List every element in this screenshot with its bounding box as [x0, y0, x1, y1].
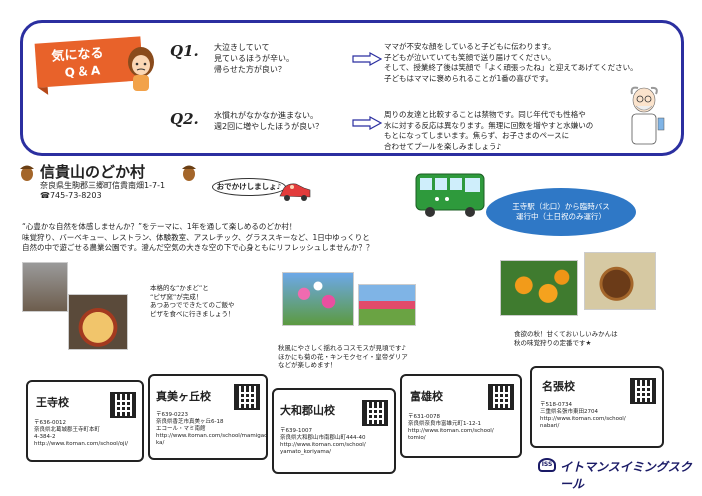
- acorn-icon: [182, 165, 196, 181]
- mandarin-photo: [500, 260, 578, 316]
- park-address: 奈良県生駒郡三郷町信貴南畑1-7-1 ☎745-73-8203: [40, 181, 166, 200]
- school-name: 大和郡山校: [280, 404, 335, 417]
- qr-code-icon: [630, 378, 656, 404]
- q2-label: Q2.: [170, 110, 199, 128]
- outing-bubble: おでかけしましょ♪: [212, 178, 286, 196]
- chestnut-photo: [584, 252, 656, 310]
- qr-code-icon: [362, 400, 388, 426]
- fruit-callout: 食欲の秋！甘くておいしいみかんは秋の味覚狩りの定番です★: [514, 330, 618, 347]
- acorn-icon: [20, 165, 34, 181]
- a2-answer: 周りの友達と比較することは禁物です。同じ年代でも性格や水に対する反応は異なります…: [384, 110, 594, 151]
- oven-photo: [22, 262, 68, 312]
- school-name: 名張校: [542, 380, 575, 393]
- cosmos-photo: [282, 272, 354, 326]
- flower-callout: 秋風にやさしく揺れるコスモスが見頃です♪ほかにも菊の花・キンモクセイ・皇帝ダリア…: [278, 344, 408, 369]
- girl-illustration-icon: [128, 47, 154, 91]
- car-icon: [279, 183, 311, 201]
- flower-field-photo: [358, 284, 416, 326]
- qr-code-icon: [110, 392, 136, 418]
- arrow-right-icon: [352, 116, 382, 130]
- park-intro: “心豊かな自然を体感しませんか？”をテーマに、1年を通して楽しめるのどか村！ 味…: [22, 222, 374, 252]
- bus-info-bubble: 王寺駅（北口）から臨時バス 運行中（土日祝のみ運行）: [486, 188, 636, 236]
- q1-question: 大泣きしていて見ているほうが辛い。帰らせた方が良い？: [214, 43, 294, 74]
- a1-answer: ママが不安な顔をしていると子どもに伝わります。子どもが泣いていても笑顔で送り届け…: [384, 42, 638, 83]
- park-title: 信貴山のどか村: [40, 163, 146, 181]
- school-name: 真美ヶ丘校: [156, 390, 211, 403]
- school-name: 王寺校: [36, 396, 69, 409]
- brand-mark-icon: ISS: [538, 458, 556, 472]
- bus-icon: [415, 173, 485, 217]
- pizza-photo: [68, 294, 128, 350]
- qa-banner-line2: Q＆A: [64, 63, 103, 80]
- q2-question: 水慣れがなかなか進まない。週2回に増やしたほうが良い？: [214, 111, 324, 131]
- school-name: 富雄校: [410, 390, 443, 403]
- brand-logo: イトマンスイミングスクール: [560, 460, 692, 491]
- qr-code-icon: [488, 384, 514, 410]
- doctor-illustration-icon: [630, 86, 665, 145]
- arrow-right-icon: [352, 52, 382, 66]
- qr-code-icon: [234, 384, 260, 410]
- q1-label: Q1.: [170, 42, 199, 60]
- pizza-callout: 本格的な“かまど”と“ピザ窯”が完成！あつあつでできたてのご飯やピザを食べに行き…: [150, 284, 235, 318]
